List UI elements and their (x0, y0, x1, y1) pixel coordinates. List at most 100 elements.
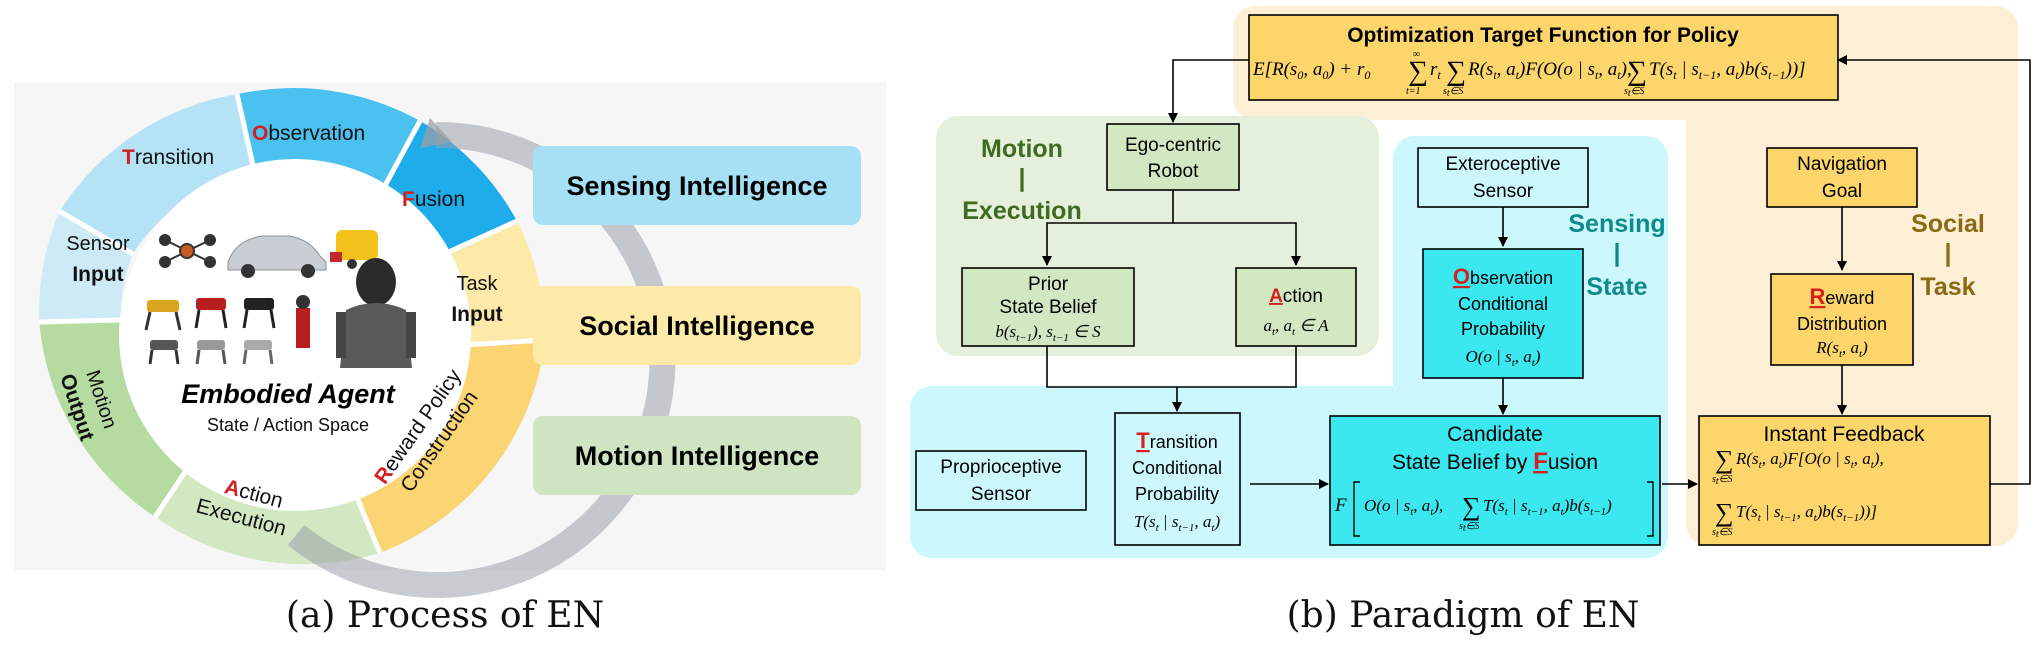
svg-text:Observation: Observation (1453, 264, 1553, 289)
svg-text:∑: ∑ (1715, 445, 1734, 474)
optimization-title: Optimization Target Function for Policy (1347, 24, 1739, 47)
candidate-formula: F O(o | st, at), ∑ st∈S T(st | st−1, at)… (1334, 481, 1654, 537)
svg-text:O(o | st, at),: O(o | st, at), (1364, 496, 1443, 518)
svg-text:st∈S: st∈S (1712, 474, 1732, 487)
proprioceptive-sensor-box: Proprioceptive Sensor (915, 450, 1087, 511)
line-prior-action-merge (1046, 346, 1297, 388)
prior-formula: b(st−1), st−1 ∈ S (995, 322, 1101, 344)
motion-region-label: Motion | Execution (962, 135, 1081, 225)
svg-text:Candidate: Candidate (1447, 423, 1543, 446)
svg-text:T(st | st−1, at)b(st−1))]: T(st | st−1, at)b(st−1))] (1736, 502, 1877, 524)
quadruped-robot-icon (144, 295, 310, 365)
svg-text:∑: ∑ (1408, 56, 1428, 87)
svg-text:T(st | st−1, at)b(st−1))]: T(st | st−1, at)b(st−1))] (1649, 59, 1806, 82)
drone-icon (159, 234, 216, 268)
svg-text:Task: Task (1920, 273, 1975, 301)
instant-feedback-title: Instant Feedback (1763, 423, 1925, 446)
label-observation: Observation (252, 122, 365, 145)
panel-paradigm: Motion | Execution Sensing | State Socia… (910, 6, 2031, 636)
instant-feedback-box: Instant Feedback ∑ st∈S R(st, at)F[O(o |… (1698, 415, 1991, 546)
sensing-region-label: Sensing | State (1568, 210, 1665, 301)
transition-box: Transition Conditional Probability T(st … (1114, 412, 1241, 546)
svg-text:∞: ∞ (1413, 49, 1420, 60)
sensing-intelligence-label: Sensing Intelligence (566, 171, 827, 201)
svg-text:R(st, at)F(O(o | st, at),: R(st, at)F(O(o | st, at), (1467, 59, 1632, 82)
svg-text:|: | (1614, 239, 1621, 267)
ring-sector-motion-output (39, 320, 201, 517)
delivery-robot-icon (330, 230, 378, 269)
svg-text:st∈S: st∈S (1624, 86, 1644, 99)
svg-text:Sensor: Sensor (1473, 181, 1534, 202)
intelligence-badges: Sensing Intelligence Social Intelligence… (533, 146, 861, 495)
ring-sector-fusion (381, 121, 517, 255)
agent-title: Embodied Agent (181, 379, 396, 409)
svg-text:T(st | st−1, at)b(st−1): T(st | st−1, at)b(st−1) (1483, 496, 1612, 518)
svg-text:Proprioceptive: Proprioceptive (940, 457, 1061, 478)
ring-sector-reward (349, 340, 545, 553)
svg-text:|: | (1019, 164, 1026, 192)
svg-text:|: | (1945, 239, 1952, 267)
action-box: Action at, at ∈ A (1235, 267, 1357, 347)
svg-text:Probability: Probability (1135, 484, 1219, 504)
label-task-input: Input (451, 303, 502, 326)
sensing-intelligence-badge (533, 146, 861, 225)
optimization-target-box: Optimization Target Function for Policy … (1248, 14, 1839, 101)
svg-text:Social: Social (1911, 210, 1985, 238)
svg-text:st∈S: st∈S (1712, 527, 1732, 540)
motion-intelligence-badge (533, 416, 861, 495)
svg-text:Probability: Probability (1461, 319, 1545, 339)
svg-text:∑: ∑ (1462, 492, 1481, 521)
arrow-ego-to-prior (1042, 190, 1174, 266)
svg-text:Conditional: Conditional (1132, 458, 1222, 478)
flow-arrow-head (420, 118, 452, 148)
svg-text:E[R(s0, a0) + r0: E[R(s0, a0) + r0 (1252, 59, 1370, 82)
ring-sector-sensor-input (39, 211, 133, 323)
label-sensor-input: Input (72, 263, 123, 286)
svg-text:R(st, at)F[O(o | st, at),: R(st, at)F[O(o | st, at), (1735, 449, 1884, 471)
label-task: Task (456, 273, 498, 295)
humanoid-robot-icon (336, 258, 416, 368)
observation-formula: O(o | st, at) (1465, 347, 1540, 369)
car-icon (227, 235, 327, 278)
svg-text:st∈S: st∈S (1459, 521, 1479, 534)
agent-core (119, 159, 471, 511)
svg-text:Conditional: Conditional (1458, 294, 1548, 314)
svg-text:Transition: Transition (1136, 428, 1218, 453)
svg-text:∑: ∑ (1627, 56, 1647, 87)
svg-text:Navigation: Navigation (1797, 154, 1887, 175)
exteroceptive-sensor-box: Exteroceptive Sensor (1417, 147, 1589, 208)
observation-box: Observation Conditional Probability O(o … (1422, 248, 1584, 379)
social-intelligence-label: Social Intelligence (579, 311, 815, 341)
candidate-state-belief-box: Candidate State Belief by Fusion F O(o |… (1329, 415, 1661, 546)
social-region-label: Social | Task (1911, 210, 1985, 301)
svg-text:Execution: Execution (962, 197, 1081, 225)
svg-text:Motion: Motion (981, 135, 1063, 163)
svg-text:t=1: t=1 (1406, 86, 1421, 97)
svg-text:State Belief: State Belief (999, 297, 1097, 318)
svg-text:State: State (1586, 273, 1647, 301)
transition-formula: T(st | st−1, at) (1134, 512, 1221, 534)
caption-right: (b) Paradigm of EN (1287, 595, 1640, 636)
reward-box: Reward Distribution R(st, at) (1770, 273, 1914, 366)
caption-left: (a) Process of EN (286, 595, 604, 636)
svg-text:Sensor: Sensor (971, 484, 1032, 505)
label-transition: Transition (122, 146, 214, 169)
ego-centric-robot-box: Ego-centric Robot (1106, 123, 1240, 191)
label-sensor: Sensor (66, 233, 130, 255)
motion-intelligence-label: Motion Intelligence (575, 441, 820, 471)
svg-text:Goal: Goal (1822, 181, 1862, 202)
ring-sector-transition (59, 94, 255, 254)
svg-text:rt: rt (1430, 59, 1441, 82)
svg-text:F: F (1334, 495, 1347, 516)
action-formula: at, at ∈ A (1263, 316, 1329, 338)
arrow-opt-to-ego (1168, 59, 1249, 123)
svg-text:State Belief by Fusion: State Belief by Fusion (1392, 448, 1598, 475)
svg-text:Sensing: Sensing (1568, 210, 1665, 238)
agent-subtitle: State / Action Space (207, 415, 369, 435)
svg-text:Robot: Robot (1148, 161, 1199, 182)
reward-formula: R(st, at) (1815, 338, 1868, 360)
optimization-formula: E[R(s0, a0) + r0 ∑ ∞ t=1 rt ∑ st∈S R(st,… (1252, 49, 1806, 99)
robot-pictograms (144, 230, 416, 368)
svg-text:Prior: Prior (1028, 274, 1069, 295)
panel-process: Transition Observation Fusion Sensor Inp… (14, 82, 886, 636)
